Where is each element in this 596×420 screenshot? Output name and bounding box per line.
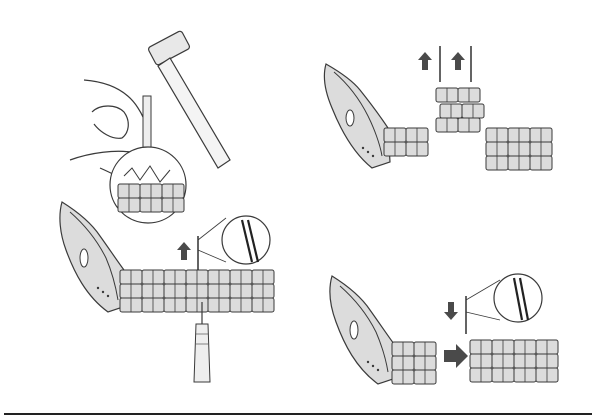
step-1-hammer-pin: [70, 30, 230, 223]
step-3-push-pin-out: [60, 202, 274, 382]
bracelet-links-icon: [120, 270, 274, 312]
bracelet-links-icon: [486, 128, 552, 170]
watch-case-icon: [324, 64, 390, 168]
magnifier-circle-icon: [466, 274, 542, 322]
arrow-up-icon: [177, 242, 191, 260]
punch-tool-icon: [194, 302, 210, 382]
watch-case-icon: [330, 276, 396, 384]
magnifier-circle-icon: [198, 216, 270, 264]
magnifier-circle-icon: [110, 147, 186, 223]
bracelet-links-icon: [384, 128, 428, 156]
bracelet-links-icon: [436, 88, 484, 132]
bracelet-links-icon: [118, 184, 184, 212]
arrow-up-icon: [418, 52, 465, 70]
bracelet-links-icon: [392, 342, 436, 384]
hammer-icon: [148, 30, 230, 168]
arrow-right-icon: [444, 344, 468, 368]
bracelet-links-icon: [470, 340, 558, 382]
arrow-down-icon: [444, 302, 458, 320]
step-2-remove-links: [324, 46, 552, 170]
step-4-reassemble: [330, 274, 558, 384]
watch-case-icon: [60, 202, 126, 312]
